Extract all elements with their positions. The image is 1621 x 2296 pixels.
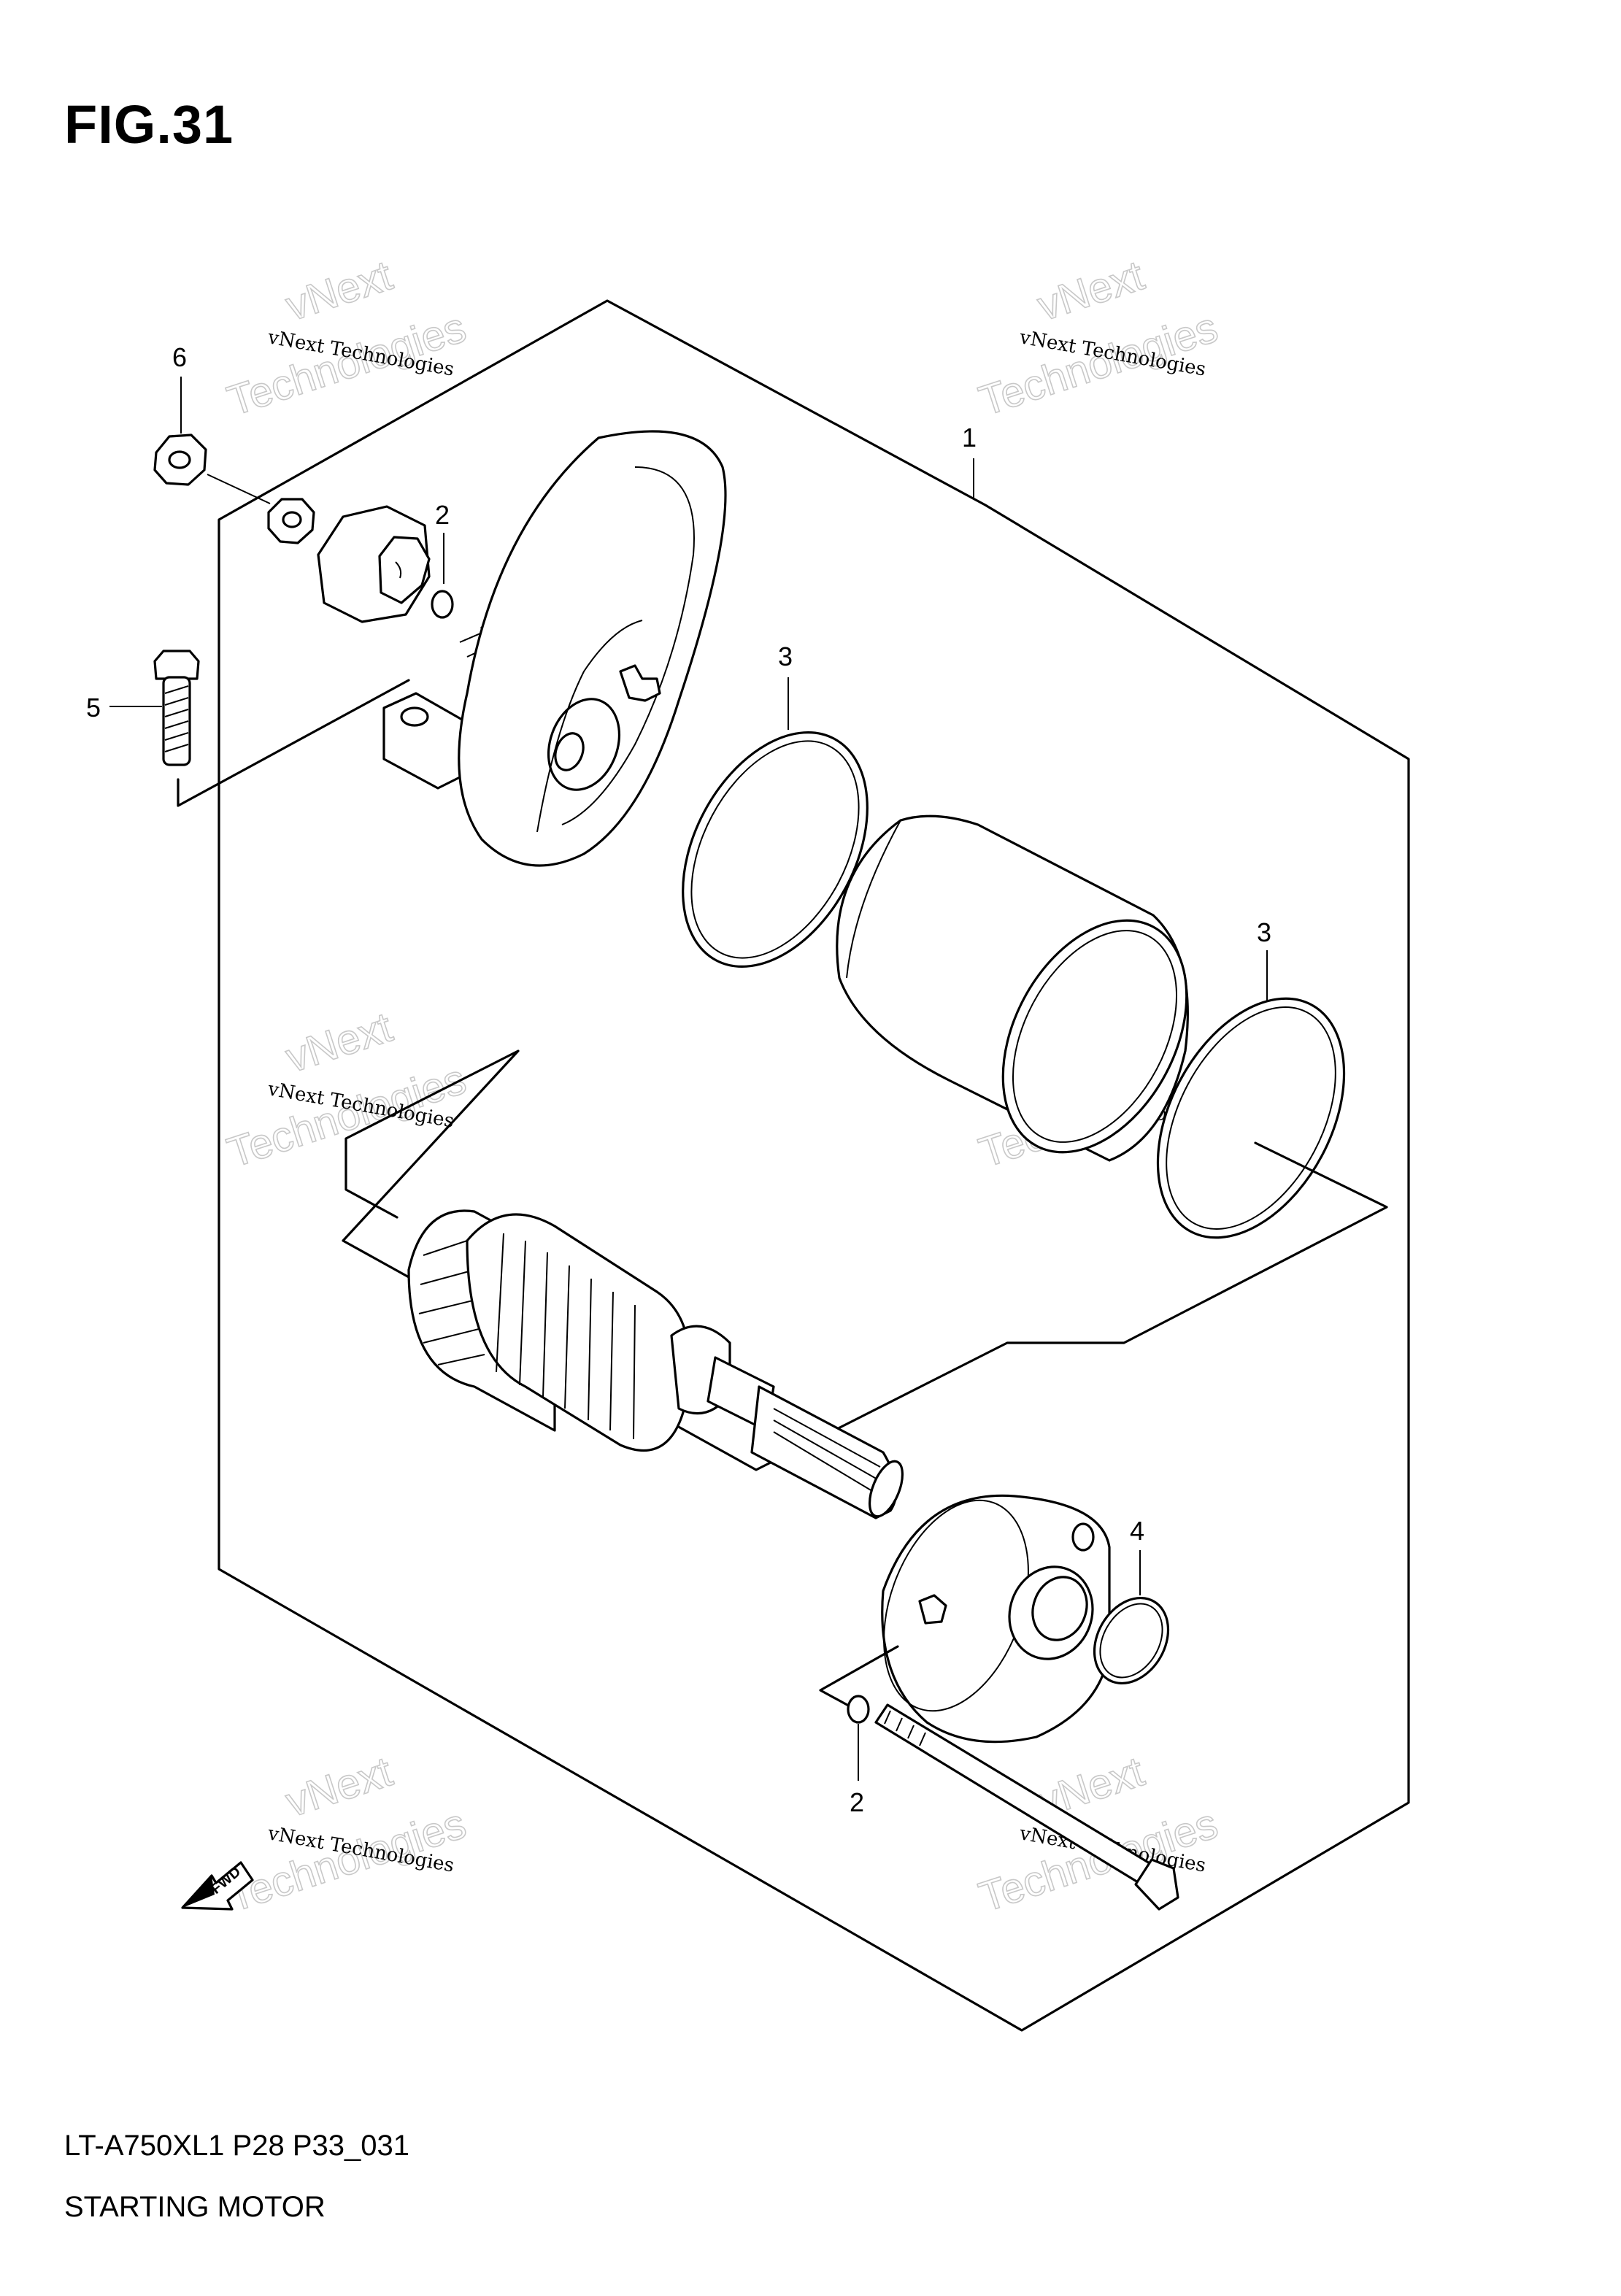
o-ring-rear-icon: [1093, 1596, 1170, 1685]
svg-text:vNext: vNext: [1032, 252, 1150, 331]
front-cover-icon: [382, 430, 727, 867]
o-ring-large-2-icon: [1156, 997, 1346, 1239]
armature-icon: [407, 1209, 904, 1519]
watermark-bottom-left: vNext Technologies vNext Technologies: [221, 1747, 472, 1922]
callout-4: 4: [1130, 1516, 1144, 1546]
terminal-cover-icon: [317, 505, 431, 623]
footer-section-name: STARTING MOTOR: [64, 2191, 326, 2223]
nut-guide-line: [207, 474, 271, 504]
rear-cover-icon: [881, 1494, 1111, 1744]
through-bolt-icon: [874, 1703, 1179, 1911]
o-ring-small-top: [431, 590, 454, 619]
callout-5: 5: [86, 693, 101, 723]
o-ring-large-1-icon: [682, 731, 869, 968]
footer-model-code: LT-A750XL1 P28 P33_031: [64, 2130, 409, 2162]
rear-guide-line: [819, 1645, 899, 1709]
watermark-top-right: vNext Technologies vNext Technologies: [973, 251, 1224, 425]
figure-title: FIG.31: [64, 94, 234, 155]
svg-text:vNext: vNext: [280, 1003, 398, 1082]
callout-1: 1: [962, 423, 977, 452]
assembly-boundary: [217, 299, 1410, 2032]
callout-3-top: 3: [778, 642, 793, 671]
fwd-arrow-icon: FWD: [181, 1861, 254, 1911]
callout-6: 6: [172, 342, 187, 372]
flange-nut-icon: [153, 434, 207, 486]
callout-2-bottom: 2: [850, 1787, 864, 1817]
callout-2-top: 2: [435, 500, 450, 530]
svg-text:vNext: vNext: [280, 1748, 398, 1827]
mounting-bolt-icon: [153, 650, 200, 766]
callout-3-right: 3: [1257, 917, 1271, 947]
o-ring-small-bottom: [847, 1695, 870, 1724]
bolt-guide-line: [177, 679, 410, 807]
yoke-body-icon: [836, 814, 1189, 1162]
terminal-nut-icon: [267, 498, 315, 544]
svg-text:vNext: vNext: [280, 252, 398, 331]
